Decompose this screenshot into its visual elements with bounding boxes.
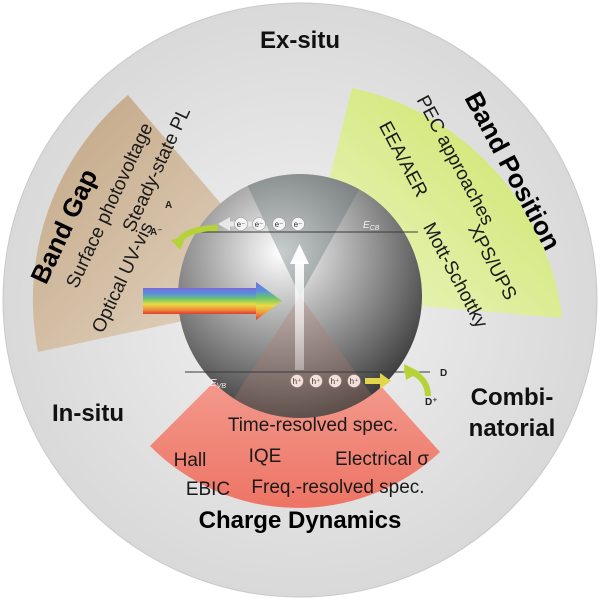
excitation-arrowhead [290,244,309,264]
hole-icon [309,374,323,388]
electron-label: e⁻ [255,220,264,229]
electron-label: e⁻ [294,220,303,229]
hole-icon [328,374,342,388]
acceptor-arrowhead [171,236,186,250]
hole-label: h⁺ [312,377,321,386]
charge-dynamics-method: Freq.-resolved spec. [251,477,424,498]
excitation-arrow-shaft [295,262,304,370]
electron-icon [252,217,266,231]
electron-icon [272,217,286,231]
combinatorial-label-line1: Combi- [471,384,554,411]
electron-icon [291,217,305,231]
hole-transfer-arrowhead [380,373,391,389]
charge-dynamics-method: Hall [174,450,207,471]
combinatorial-label-line2: natorial [469,415,556,442]
acceptor-reduced-label: A⁻ [150,227,163,238]
charge-dynamics-method: IQE [249,446,282,467]
hole-row: h⁺ h⁺ h⁺ h⁺ [290,374,361,388]
sphere-shade-top [240,174,370,296]
hole-label: h⁺ [293,377,302,386]
in-situ-label: In-situ [52,400,124,427]
light-arrowhead [256,282,282,320]
acceptor-label: A [165,200,172,211]
donor-label: D [440,368,447,379]
charge-dynamics-method: EBIC [186,479,230,500]
charge-dynamics-title: Charge Dynamics [199,507,402,534]
hole-label: h⁺ [331,377,340,386]
electron-label: e⁻ [275,220,284,229]
electron-icon [234,217,248,231]
donor-oxidized-label: D⁺ [425,397,438,408]
conduction-band-label: ECB [363,220,380,232]
electron-transfer-arrowhead [218,217,230,231]
charge-dynamics-method: Time-resolved spec. [228,415,398,436]
hole-icon [347,374,361,388]
charge-dynamics-method: Electrical σ [335,449,429,470]
sphere-shade-bottom [220,296,390,418]
hole-icon [290,374,304,388]
electron-row: e⁻ e⁻ e⁻ e⁻ [234,217,305,231]
ex-situ-label: Ex-situ [260,27,340,54]
electron-label: e⁻ [237,220,246,229]
hole-label: h⁺ [350,377,359,386]
light-arrow [143,288,258,314]
donor-arrowhead [404,364,420,380]
valence-band-label: EVB [210,378,226,390]
